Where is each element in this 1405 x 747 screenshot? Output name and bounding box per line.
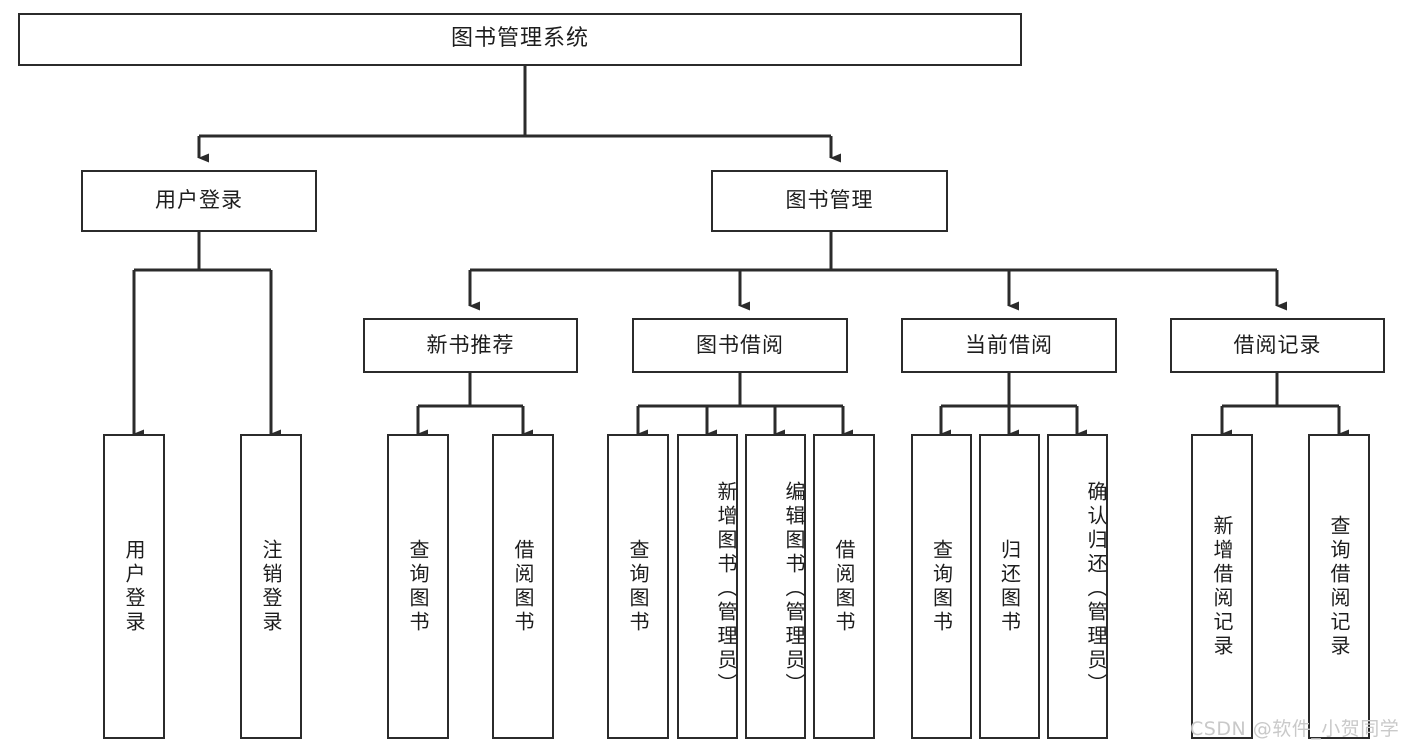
node-leaf-edit-book[interactable]: 编辑图书（管理员） [745, 434, 806, 739]
node-book-manage[interactable]: 图书管理 [711, 170, 948, 232]
node-leaf-borrow-book-1[interactable]: 借阅图书 [492, 434, 554, 739]
node-new-book-recommend[interactable]: 新书推荐 [363, 318, 578, 373]
node-leaf-add-book[interactable]: 新增图书（管理员） [677, 434, 738, 739]
node-user-login[interactable]: 用户登录 [81, 170, 317, 232]
node-leaf-logout[interactable]: 注销登录 [240, 434, 302, 739]
node-leaf-add-record[interactable]: 新增借阅记录 [1191, 434, 1253, 739]
node-leaf-borrow-book-2[interactable]: 借阅图书 [813, 434, 875, 739]
node-book-borrow[interactable]: 图书借阅 [632, 318, 848, 373]
node-leaf-query-book-1[interactable]: 查询图书 [387, 434, 449, 739]
node-current-borrow[interactable]: 当前借阅 [901, 318, 1117, 373]
node-leaf-return-book[interactable]: 归还图书 [979, 434, 1040, 739]
node-borrow-record[interactable]: 借阅记录 [1170, 318, 1385, 373]
node-leaf-confirm-return[interactable]: 确认归还（管理员） [1047, 434, 1108, 739]
node-leaf-user-login[interactable]: 用户登录 [103, 434, 165, 739]
node-leaf-query-record[interactable]: 查询借阅记录 [1308, 434, 1370, 739]
csdn-watermark: CSDN @软件_小贺同学 [1190, 718, 1400, 740]
node-leaf-query-book-2[interactable]: 查询图书 [607, 434, 669, 739]
node-leaf-query-book-3[interactable]: 查询图书 [911, 434, 972, 739]
node-root-system[interactable]: 图书管理系统 [18, 13, 1022, 66]
